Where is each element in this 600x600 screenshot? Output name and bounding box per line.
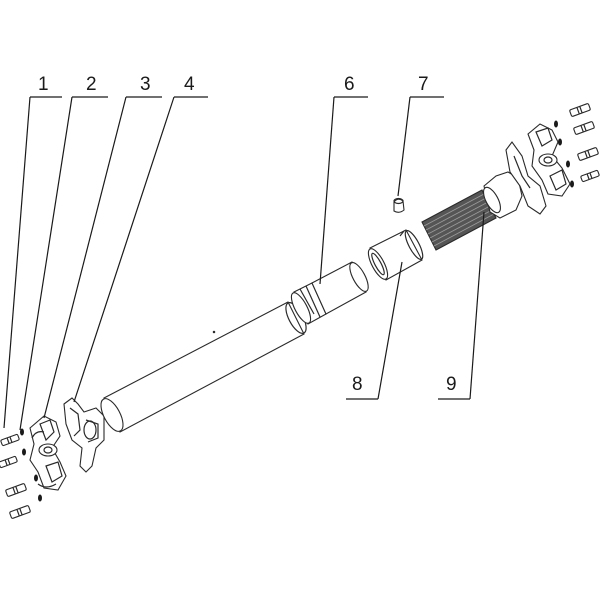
left-universal-joint — [29, 415, 67, 491]
right-slip-yoke — [483, 141, 547, 219]
right-bolts — [569, 103, 600, 183]
left-washers — [20, 428, 42, 502]
callout-7: 7 — [397, 74, 444, 197]
callout-label-8: 8 — [352, 374, 363, 395]
left-flange-yoke — [63, 397, 105, 473]
callout-label-2: 2 — [86, 74, 97, 95]
part-6-sleeve — [290, 261, 369, 325]
callout-label-4: 4 — [184, 74, 195, 95]
callout-label-6: 6 — [344, 74, 355, 95]
callout-label-9: 9 — [446, 374, 457, 395]
right-universal-joint — [527, 123, 571, 197]
left-bolts — [0, 433, 31, 519]
main-tube — [100, 301, 307, 433]
callout-4: 4 — [73, 74, 208, 403]
callout-label-1: 1 — [38, 74, 49, 95]
callout-8: 8 — [346, 261, 403, 400]
callout-6: 6 — [319, 74, 368, 285]
callout-1: 1 — [3, 74, 62, 429]
callout-label-7: 7 — [418, 74, 429, 95]
right-washers — [554, 120, 574, 188]
part-9-splined-shaft — [421, 189, 497, 251]
callout-9: 9 — [438, 211, 485, 400]
callout-label-3: 3 — [140, 74, 151, 95]
callout-3: 3 — [43, 74, 162, 419]
part-8-tube — [367, 229, 424, 281]
callout-2: 2 — [19, 74, 108, 431]
part-7-plug — [393, 197, 405, 213]
